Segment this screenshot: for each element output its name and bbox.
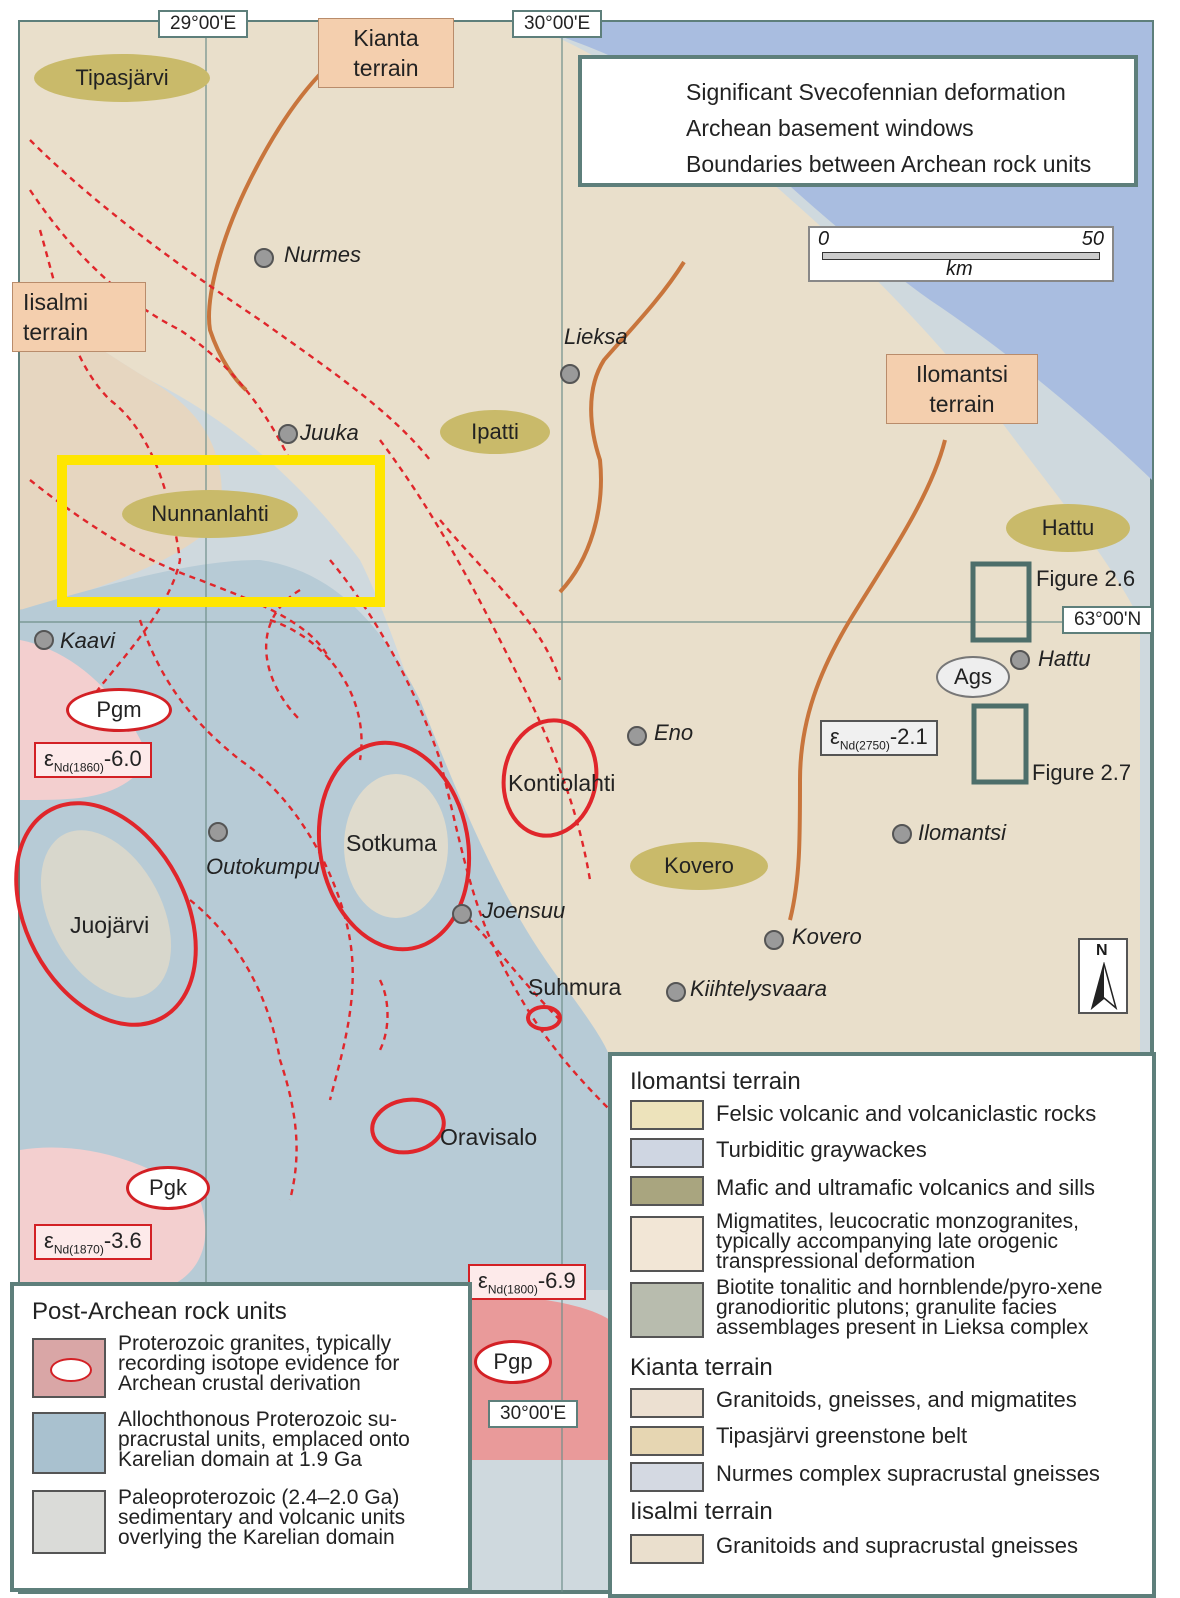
granite-pgk-oval: Pgk xyxy=(126,1166,210,1210)
swatch-granite-oval xyxy=(50,1358,92,1382)
granite-pgp-oval: Pgp xyxy=(474,1340,552,1384)
epsilon-nd1870: εNd(1870)-3.6 xyxy=(34,1224,152,1261)
legend-ilomantsi-title: Ilomantsi terrain xyxy=(630,1068,801,1095)
town-ilomantsi: Ilomantsi xyxy=(918,820,1007,845)
legend-proterozoic-granites: Proterozoic granites, typically recordin… xyxy=(118,1332,400,1395)
hattu-oval: Hattu xyxy=(1006,504,1130,552)
town-juuka: Juuka xyxy=(300,420,359,445)
boundary-lieksa xyxy=(558,260,686,594)
town-lieksa: Lieksa xyxy=(564,324,628,349)
town-markers xyxy=(34,248,1030,1002)
legend-windows: Archean basement windows xyxy=(686,115,974,141)
basement-window-ovals xyxy=(14,718,599,1155)
sotkuma-core xyxy=(344,774,448,918)
scale-unit: km xyxy=(946,258,973,280)
window-suhmura: Suhmura xyxy=(528,974,622,1000)
nunnanlahti-highlight xyxy=(57,455,385,607)
town-kiihtelysvaara: Kiihtelysvaara xyxy=(690,976,827,1001)
swatch-granitoids xyxy=(630,1388,704,1418)
granite-pgm-oval: Pgm xyxy=(66,688,172,732)
lon-30-top-label: 30°00'E xyxy=(512,10,603,38)
legend-allochthonous: Allochthonous Proterozoic su-pracrustal … xyxy=(118,1408,410,1471)
ags-oval: Ags xyxy=(936,656,1010,698)
epsilon-nd2750: εNd(2750)-2.1 xyxy=(820,720,938,757)
legend-iisalmi-title: Iisalmi terrain xyxy=(630,1498,773,1525)
figure-2-6-box xyxy=(970,561,1032,643)
figure-2-7-box xyxy=(971,703,1029,785)
town-eno: Eno xyxy=(654,720,694,745)
swatch-allochthonous xyxy=(32,1412,106,1474)
scale-zero: 0 xyxy=(818,228,830,250)
lon-30-bottom-label: 30°00'E xyxy=(488,1400,579,1428)
epsilon-nd1800: εNd(1800)-6.9 xyxy=(468,1264,586,1301)
swatch-turbiditic xyxy=(630,1138,704,1168)
scale-bar-graphic xyxy=(822,252,1100,260)
town-nurmes: Nurmes xyxy=(284,242,362,267)
window-oravisalo: Oravisalo xyxy=(440,1124,538,1150)
swatch-iisalmi xyxy=(630,1534,704,1564)
figure-2-6-label: Figure 2.6 xyxy=(1036,566,1136,591)
legend-turbiditic: Turbiditic graywackes xyxy=(716,1137,927,1162)
kovero-oval: Kovero xyxy=(630,842,768,890)
scale-max: 50 xyxy=(1081,228,1104,250)
legend-migmatites: Migmatites, leucocratic monzogranites, t… xyxy=(716,1210,1079,1273)
legend-tipasjarvi: Tipasjärvi greenstone belt xyxy=(716,1423,968,1448)
ipatti-oval: Ipatti xyxy=(440,410,550,454)
swatch-nurmes xyxy=(630,1462,704,1492)
juojarvi-core xyxy=(40,830,172,998)
town-kaavi: Kaavi xyxy=(60,628,116,653)
legend-kianta-title: Kianta terrain xyxy=(630,1354,773,1381)
north-arrow: N xyxy=(1078,938,1128,1014)
tipasjarvi-oval: Tipasjärvi xyxy=(34,54,210,102)
town-hattu: Hattu xyxy=(1038,646,1091,671)
legend-boundaries: Boundaries between Archean rock units xyxy=(686,151,1092,177)
legend-structures: Significant Svecofennian deformation Arc… xyxy=(578,55,1138,187)
swatch-tonalitic xyxy=(630,1282,704,1338)
lon-29-label: 29°00'E xyxy=(158,10,249,38)
legend-post-archean-title: Post-Archean rock units xyxy=(32,1298,287,1325)
swatch-felsic xyxy=(630,1100,704,1130)
legend-tonalitic: Biotite tonalitic and hornblende/pyro-xe… xyxy=(716,1276,1103,1339)
swatch-mafic xyxy=(630,1176,704,1206)
legend-iisalmi-granitoids: Granitoids and supracrustal gneisses xyxy=(716,1533,1078,1558)
legend-nurmes: Nurmes complex supracrustal gneisses xyxy=(716,1461,1100,1486)
town-joensuu: Joensuu xyxy=(482,898,566,923)
town-kovero: Kovero xyxy=(792,924,862,949)
swatch-proterozoic-granites xyxy=(32,1338,106,1398)
window-juojarvi: Juojärvi xyxy=(70,912,150,938)
north-letter: N xyxy=(1096,942,1108,959)
legend-archean-terrains: Ilomantsi terrain Felsic volcanic and vo… xyxy=(608,1052,1156,1598)
scale-bar: 0 50 km xyxy=(808,226,1114,282)
legend-post-archean: Post-Archean rock units Proterozoic gran… xyxy=(10,1282,472,1592)
lat-63-label: 63°00'N xyxy=(1062,606,1154,634)
figure-2-7-label: Figure 2.7 xyxy=(1032,760,1132,785)
legend-granitoids: Granitoids, gneisses, and migmatites xyxy=(716,1387,1077,1412)
legend-mafic: Mafic and ultramafic volcanics and sills xyxy=(716,1175,1096,1200)
window-sotkuma: Sotkuma xyxy=(346,830,437,856)
epsilon-nd1860: εNd(1860)-6.0 xyxy=(34,742,152,779)
legend-paleoproterozoic: Paleoproterozoic (2.4–2.0 Ga) sedimentar… xyxy=(118,1486,406,1549)
nunnanlahti-oval: Nunnanlahti xyxy=(122,490,298,538)
legend-felsic: Felsic volcanic and volcaniclastic rocks xyxy=(716,1101,1097,1126)
swatch-paleoproterozoic xyxy=(32,1490,106,1554)
swatch-tipasjarvi xyxy=(630,1426,704,1456)
north-arrow-icon xyxy=(1090,962,1118,1010)
boundary-kianta xyxy=(207,32,373,392)
window-kontiolahti: Kontiolahti xyxy=(508,770,616,796)
boundary-ilomantsi xyxy=(788,439,947,921)
legend-deformation: Significant Svecofennian deformation xyxy=(686,79,1066,105)
swatch-migmatites xyxy=(630,1216,704,1272)
town-outokumpu: Outokumpu xyxy=(206,854,320,879)
